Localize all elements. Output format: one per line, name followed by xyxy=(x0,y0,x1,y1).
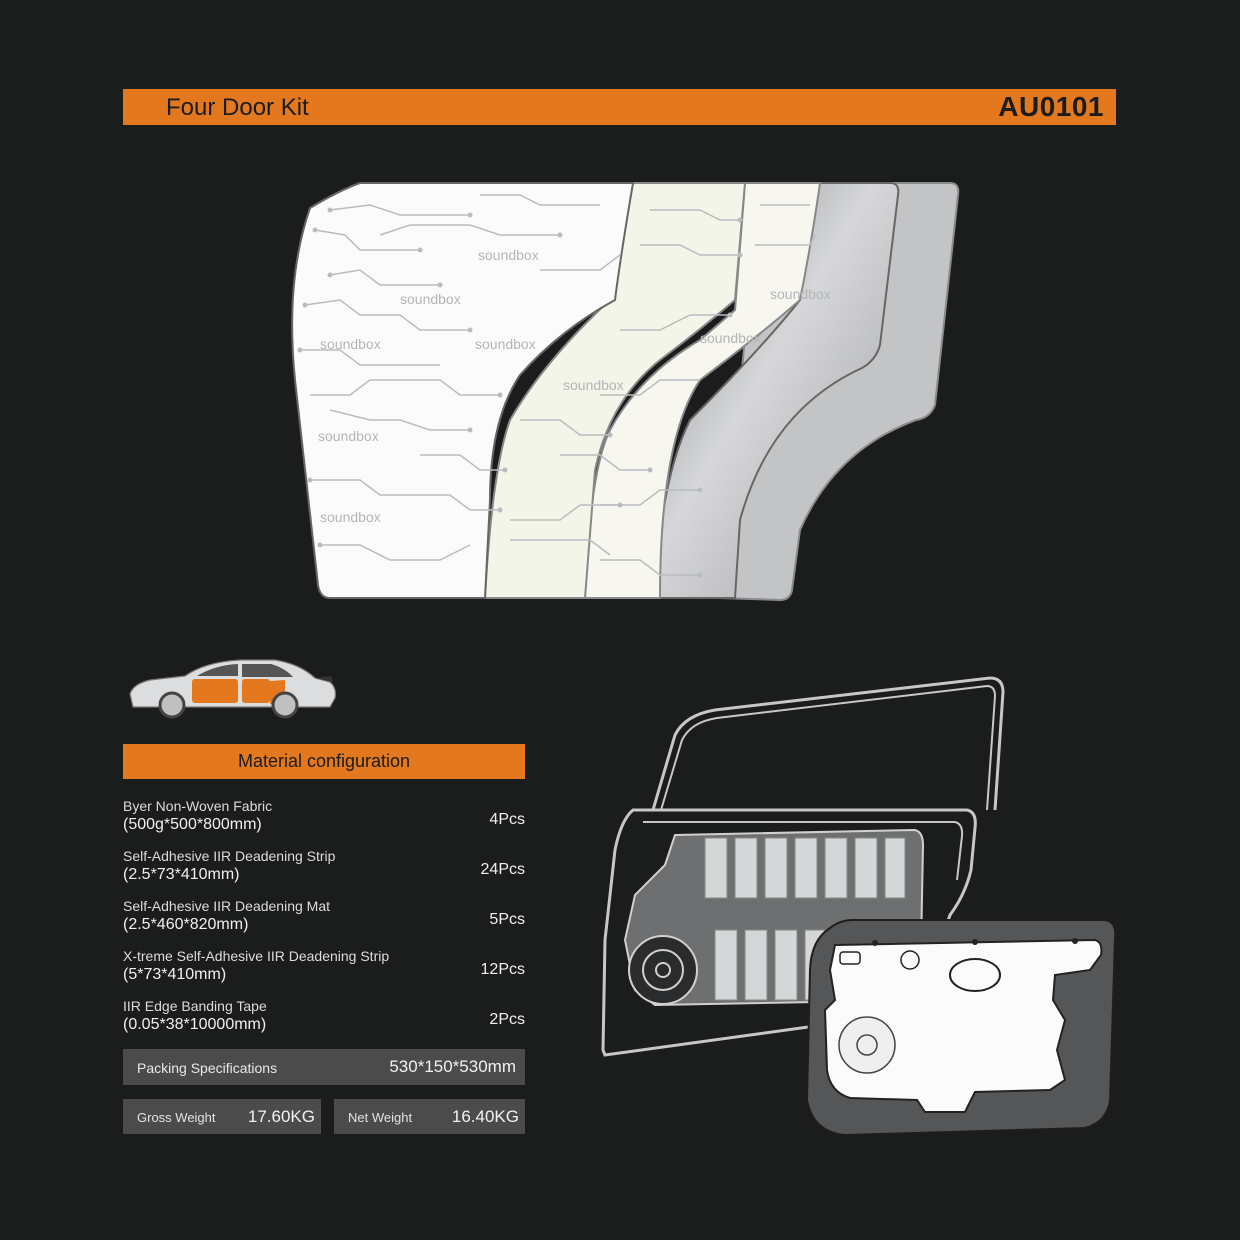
front-door-highlight xyxy=(192,679,238,703)
packing-spec-box: Packing Specifications 530*150*530mm xyxy=(123,1049,525,1085)
material-name: IIR Edge Banding Tape xyxy=(123,998,267,1014)
foil-layer xyxy=(653,182,900,599)
door-install-illustration xyxy=(601,676,1117,1137)
brand-mark: soundbox xyxy=(563,377,624,393)
material-name: X-treme Self-Adhesive IIR Deadening Stri… xyxy=(123,948,390,964)
material-item: Self-Adhesive IIR Deadening Mat (2.5*460… xyxy=(123,898,525,948)
material-item: Self-Adhesive IIR Deadening Strip (2.5*7… xyxy=(123,848,525,898)
brand-mark: soundbox xyxy=(320,509,381,525)
material-qty: 4Pcs xyxy=(489,811,525,828)
trim-mat-layer xyxy=(823,938,1103,1113)
material-config-header: Material configuration xyxy=(123,744,525,779)
material-spec: (5*73*410mm) xyxy=(123,966,227,983)
gross-weight-box: Gross Weight 17.60KG xyxy=(123,1099,321,1134)
kit-code: AU0101 xyxy=(998,91,1104,122)
material-item: X-treme Self-Adhesive IIR Deadening Stri… xyxy=(123,948,525,998)
gross-weight-value: 17.60KG xyxy=(247,1107,315,1126)
brand-mark: soundbox xyxy=(478,247,539,263)
material-name: Self-Adhesive IIR Deadening Strip xyxy=(123,848,336,864)
kit-title: Four Door Kit xyxy=(166,94,309,121)
gross-weight-label: Gross Weight xyxy=(137,1110,216,1125)
net-weight-value: 16.40KG xyxy=(451,1107,519,1126)
brand-mark: soundbox xyxy=(770,286,831,302)
door-speaker xyxy=(628,935,698,1005)
front-fabric-layer xyxy=(291,182,635,599)
packing-value: 530*150*530mm xyxy=(389,1057,516,1076)
net-weight-box: Net Weight 16.40KG xyxy=(334,1099,525,1134)
trim-speaker-outline xyxy=(838,1016,896,1074)
trace-endpoints xyxy=(297,207,743,578)
material-qty: 12Pcs xyxy=(480,961,525,978)
cream-layer-3 xyxy=(583,182,822,599)
material-name: Byer Non-Woven Fabric xyxy=(123,798,273,814)
material-name: Self-Adhesive IIR Deadening Mat xyxy=(123,898,330,914)
packing-label: Packing Specifications xyxy=(137,1060,278,1076)
material-item: IIR Edge Banding Tape (0.05*38*10000mm) … xyxy=(123,998,525,1048)
brand-mark: soundbox xyxy=(320,336,381,352)
brand-mark: soundbox xyxy=(400,291,461,307)
material-config-title: Material configuration xyxy=(237,751,411,771)
car-icon xyxy=(129,659,337,719)
material-qty: 5Pcs xyxy=(489,911,525,928)
title-bar: Four Door Kit AU0101 xyxy=(123,89,1116,125)
net-weight-label: Net Weight xyxy=(348,1110,413,1125)
material-qty: 2Pcs xyxy=(489,1011,525,1028)
circuit-trace-pattern xyxy=(300,194,816,576)
material-spec: (2.5*460*820mm) xyxy=(123,916,249,933)
trim-handle-cutout xyxy=(949,958,1001,992)
door-window-frame xyxy=(651,676,1005,811)
brand-mark: soundbox xyxy=(318,428,379,444)
material-layers-illustration: soundbox soundbox soundbox soundbox soun… xyxy=(291,182,960,602)
brand-mark: soundbox xyxy=(475,336,536,352)
material-item: Byer Non-Woven Fabric (500g*500*800mm) 4… xyxy=(123,798,525,848)
brand-mark: soundbox xyxy=(700,330,761,346)
material-spec: (0.05*38*10000mm) xyxy=(123,1016,267,1033)
material-spec: (2.5*73*410mm) xyxy=(123,866,240,883)
material-qty: 24Pcs xyxy=(480,861,525,878)
rear-door-highlight xyxy=(242,679,270,703)
material-spec: (500g*500*800mm) xyxy=(123,816,262,833)
